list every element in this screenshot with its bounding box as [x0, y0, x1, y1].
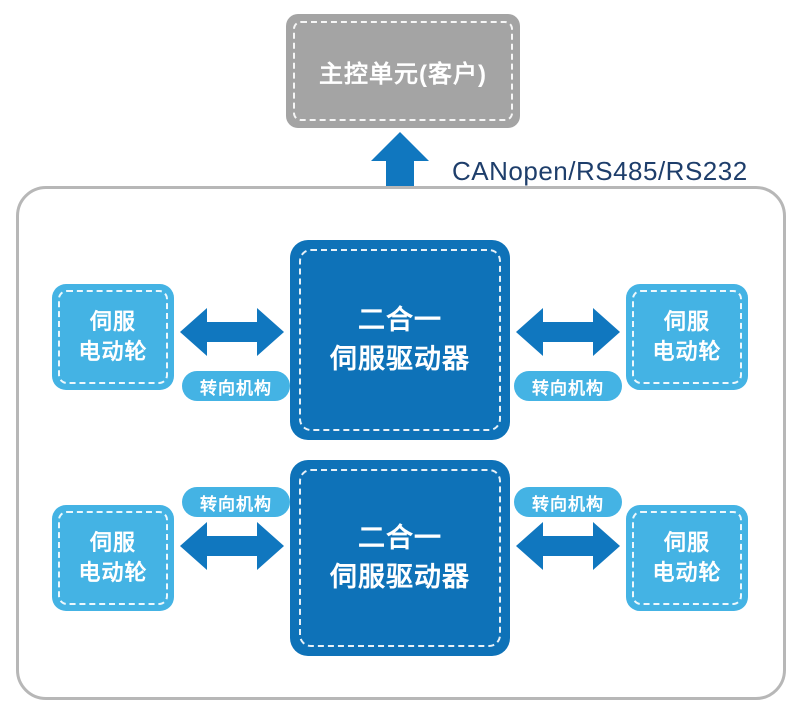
steering-label: 转向机构 [200, 378, 272, 398]
driver-label: 二合一 伺服驱动器 [330, 522, 470, 592]
steering-pill-top-left: 转向机构 [182, 371, 290, 401]
wheel-box-top-right: 伺服 电动轮 [626, 284, 748, 390]
steering-pill-bottom-right: 转向机构 [514, 487, 622, 517]
wheel-label: 伺服 电动轮 [78, 530, 148, 585]
wheel-label: 伺服 电动轮 [78, 309, 148, 364]
driver-box-bottom: 二合一 伺服驱动器 [290, 460, 510, 656]
steering-pill-bottom-left: 转向机构 [182, 487, 290, 517]
double-arrow-bottom-left-icon [180, 522, 284, 570]
master-unit-label: 主控单元(客户) [319, 60, 487, 88]
protocol-label: CANopen/RS485/RS232 [452, 156, 748, 186]
double-arrow-bottom-right-icon [516, 522, 620, 570]
driver-label: 二合一 伺服驱动器 [330, 304, 470, 374]
wheel-label: 伺服 电动轮 [652, 530, 722, 585]
wheel-box-bottom-right: 伺服 电动轮 [626, 505, 748, 611]
steering-label: 转向机构 [200, 494, 272, 514]
steering-label: 转向机构 [532, 378, 604, 398]
master-unit-box: 主控单元(客户) [286, 14, 520, 128]
double-arrow-top-left-icon [180, 308, 284, 356]
double-arrow-top-right-icon [516, 308, 620, 356]
wheel-label: 伺服 电动轮 [652, 309, 722, 364]
steering-pill-top-right: 转向机构 [514, 371, 622, 401]
wheel-box-bottom-left: 伺服 电动轮 [52, 505, 174, 611]
wheel-box-top-left: 伺服 电动轮 [52, 284, 174, 390]
steering-label: 转向机构 [532, 494, 604, 514]
driver-box-top: 二合一 伺服驱动器 [290, 240, 510, 440]
